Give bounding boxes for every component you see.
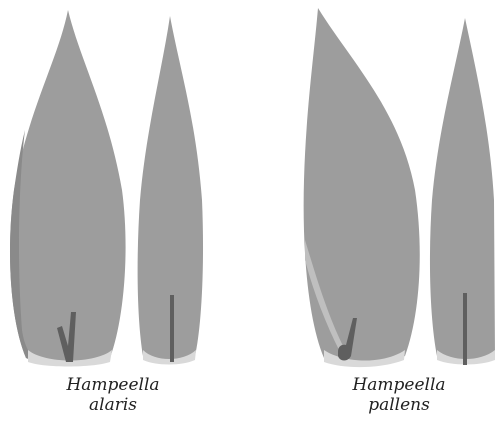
pallens-wide-leaf-blade xyxy=(304,8,420,365)
pallens-narrow-leaf-midrib xyxy=(463,293,467,365)
alaris-narrow-leaf-midrib xyxy=(170,295,174,362)
caption-pallens-genus: Hampeella xyxy=(319,375,479,395)
caption-pallens: Hampeella pallens xyxy=(319,375,479,415)
caption-alaris: Hampeella alaris xyxy=(33,375,193,415)
specimen-pallens-leaves xyxy=(304,8,495,367)
caption-alaris-species: alaris xyxy=(33,395,193,415)
alaris-wide-leaf xyxy=(10,10,126,367)
pallens-narrow-leaf xyxy=(430,18,495,365)
alaris-narrow-leaf xyxy=(138,16,203,365)
alaris-wide-leaf-blade xyxy=(10,10,126,364)
caption-alaris-genus: Hampeella xyxy=(33,375,193,395)
pallens-narrow-leaf-blade xyxy=(430,18,495,362)
specimen-alaris-leaves xyxy=(10,10,203,367)
caption-pallens-species: pallens xyxy=(319,395,479,415)
pallens-wide-leaf xyxy=(304,8,420,367)
